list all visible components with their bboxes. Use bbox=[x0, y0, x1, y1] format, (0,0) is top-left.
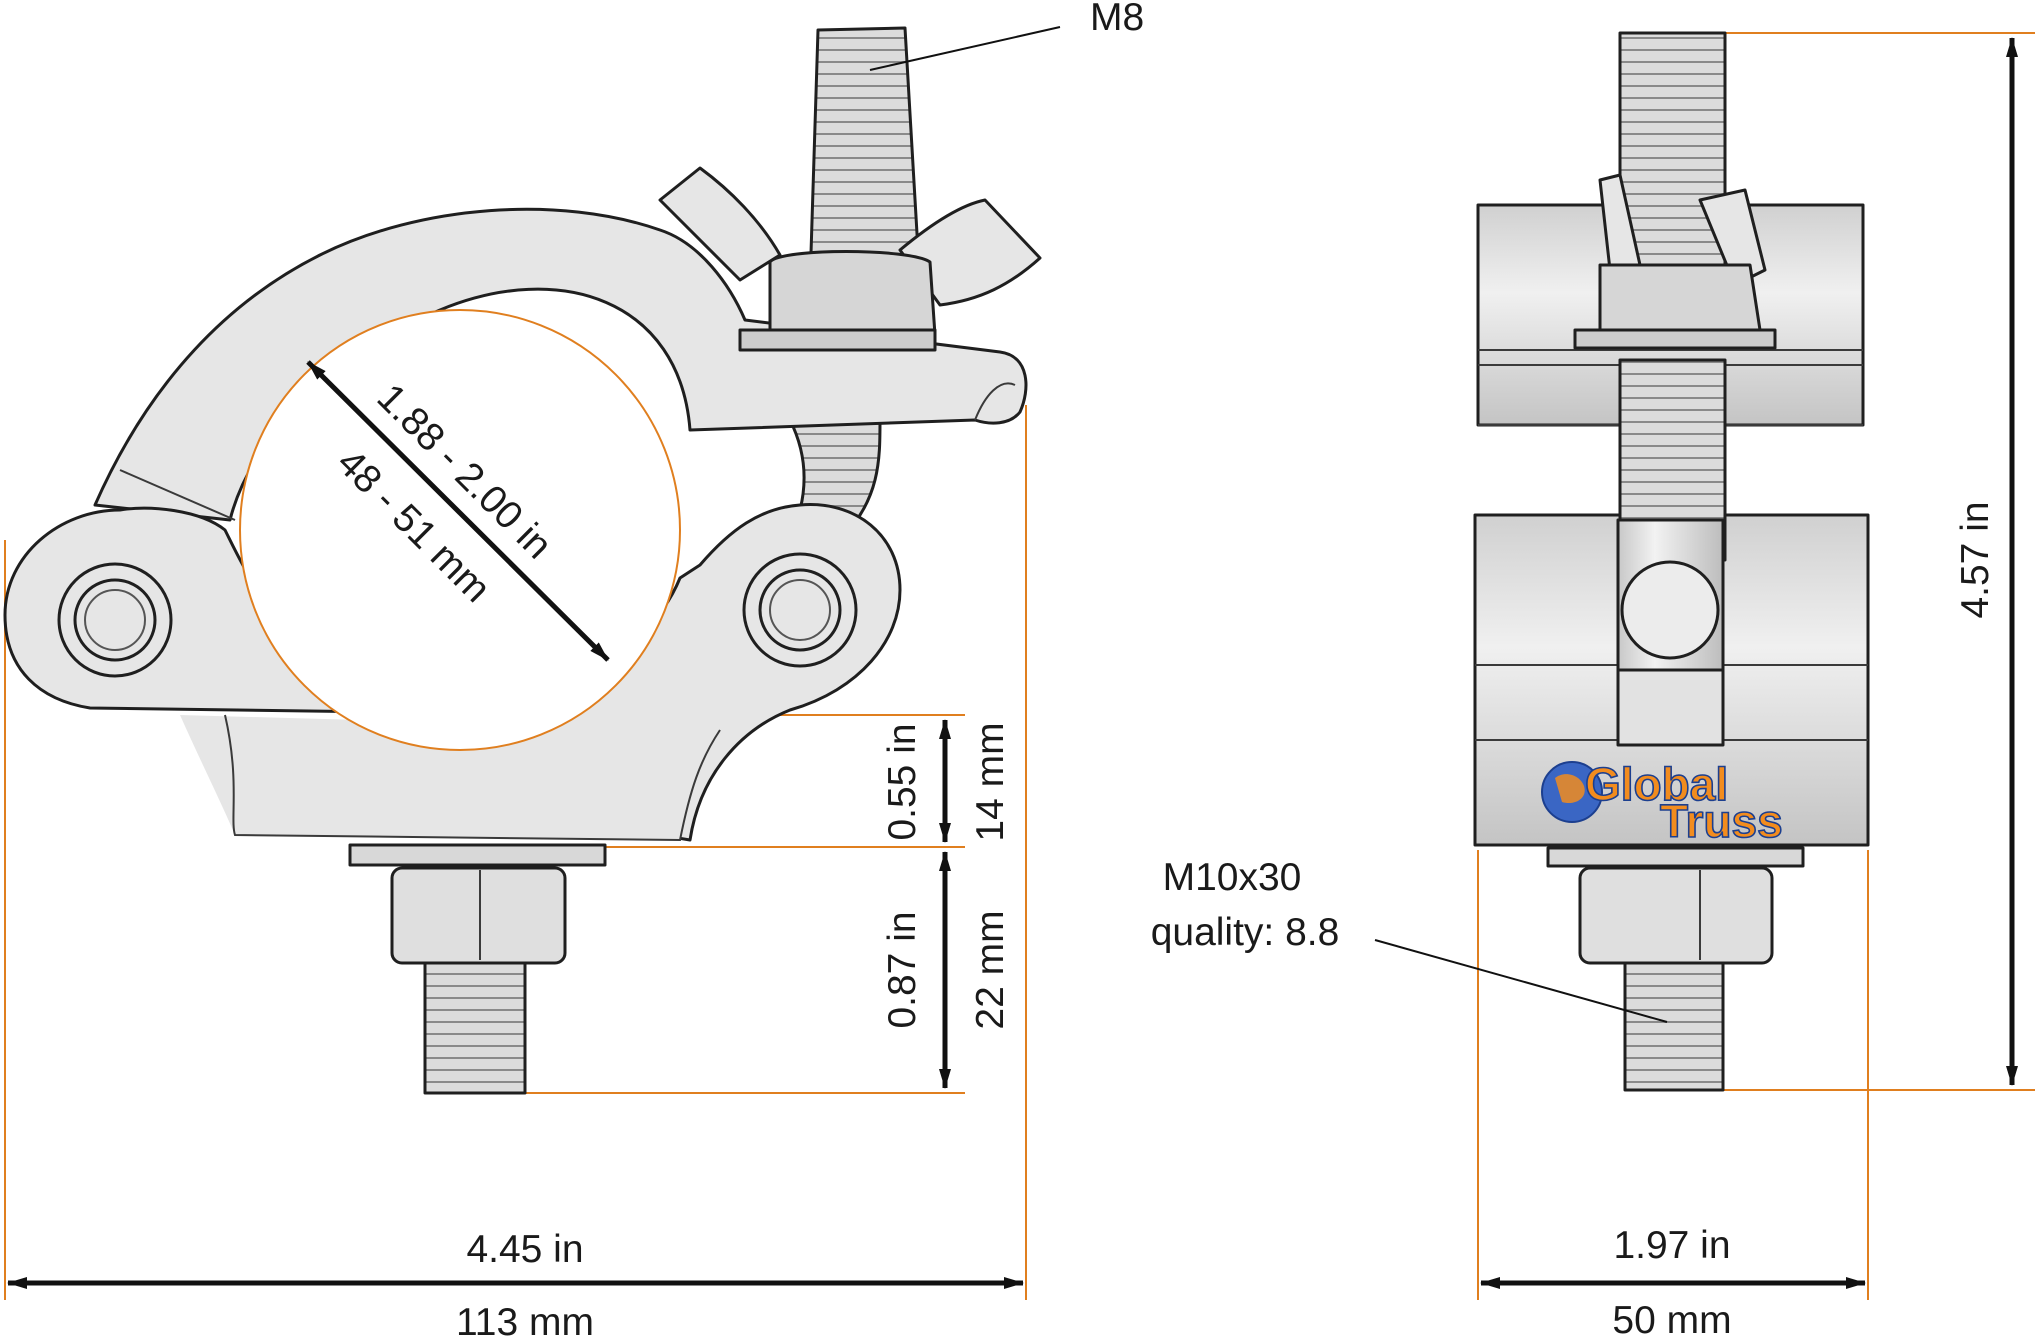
base-gap-in-label: 0.55 in bbox=[881, 723, 924, 840]
front-view: M8 1.88 - 2.00 in 48 - 51 mm 0.55 in 14 … bbox=[3, 0, 1144, 1341]
quality-label: quality: 8.8 bbox=[1151, 911, 1340, 954]
m10-leader bbox=[1374, 939, 1668, 1023]
lower-jaw bbox=[3, 503, 902, 842]
m8-label: M8 bbox=[1090, 0, 1144, 39]
side-screw bbox=[1616, 31, 1727, 672]
left-pin bbox=[57, 562, 173, 678]
tube-opening bbox=[239, 309, 681, 751]
side-width-mm-label: 50 mm bbox=[1612, 1299, 1731, 1341]
side-view: Global Truss M10x30 quality: 8.8 4.57 in… bbox=[1151, 31, 2035, 1341]
bolt-length-in-label: 0.87 in bbox=[881, 911, 924, 1028]
side-wing-nut bbox=[1573, 173, 1777, 350]
front-width-mm-label: 113 mm bbox=[456, 1301, 594, 1341]
brand-line1: Global bbox=[1585, 758, 1728, 810]
base-gap-mm-label: 14 mm bbox=[969, 722, 1012, 841]
tube-diameter-arrow bbox=[306, 360, 610, 662]
side-bottom-bolt bbox=[1546, 846, 1805, 1092]
brand-logo: Global Truss bbox=[1541, 757, 1784, 848]
side-extension-lines bbox=[1477, 32, 2035, 1300]
front-bottom-bolt bbox=[348, 843, 607, 1095]
bolt-length-mm-label: 22 mm bbox=[969, 910, 1012, 1029]
side-width-in-label: 1.97 in bbox=[1613, 1224, 1730, 1267]
front-width-in-label: 4.45 in bbox=[466, 1228, 583, 1271]
right-pin bbox=[742, 552, 858, 668]
brand-line2: Truss bbox=[1660, 795, 1783, 847]
m8-leader bbox=[869, 26, 1061, 71]
m10-label: M10x30 bbox=[1163, 856, 1302, 899]
height-in-label: 4.57 in bbox=[1954, 501, 1997, 618]
front-wing-nut bbox=[658, 166, 1042, 352]
